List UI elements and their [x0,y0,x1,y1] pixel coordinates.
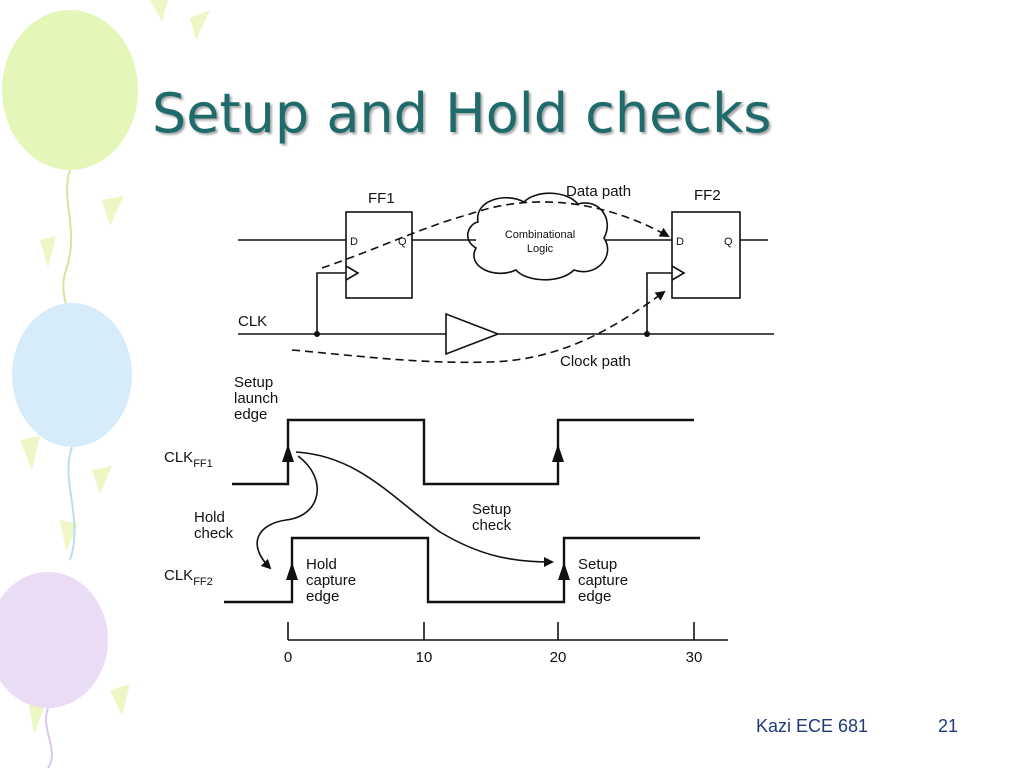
clk-ff2-waveform [224,536,700,604]
hold-capture-label-line1: Hold [306,556,337,573]
ff1-launch-edge-arrow [282,444,294,462]
ff1-clock-pin [345,265,360,281]
ff1-clock-junction [314,331,320,337]
hold-check-label-line2: check [194,525,234,542]
ray-shape [40,236,56,268]
blue-balloon-string [67,446,76,561]
ray-shape [110,684,130,716]
hold-capture-label-line2: capture [306,572,356,589]
circuit-schematic [238,192,774,356]
comb-logic-label-line1: Combinational [505,229,575,241]
ff1-d-pin-label: D [350,236,358,248]
tick-label-30: 30 [686,649,703,666]
purple-balloon-string [45,707,53,768]
blue-balloon [12,303,132,447]
time-axis [287,622,728,641]
footer-page-number: 21 [938,716,959,736]
ff2-clock-junction [644,331,650,337]
ff1-clock-branch [316,272,346,334]
comb-logic-label-line2: Logic [527,243,554,255]
ray-shape [20,436,40,470]
ff2-clock-pin [671,265,686,281]
ff2-box [671,211,741,299]
green-balloon [2,10,138,170]
ray-shape [150,0,168,22]
setup-launch-label-line2: launch [234,390,278,407]
tick-label-10: 10 [416,649,433,666]
slide-title: Setup and Hold checks [152,82,772,145]
footer-course-label: Kazi ECE 681 [756,716,869,736]
setup-launch-label-line1: Setup [234,374,273,391]
clk-ff1-label: CLKFF1 [164,449,213,470]
ff2-d-pin-label: D [676,236,684,248]
hold-check-label-line1: Hold [194,509,225,526]
setup-capture-label-line3: edge [578,588,611,605]
setup-check-label-line2: check [472,517,512,534]
ray-shape [92,466,112,494]
clk-ff1-waveform [232,418,694,486]
tick-label-0: 0 [284,649,292,666]
ff1-q-pin-label: Q [398,236,407,248]
ff1-label: FF1 [368,190,395,207]
clock-path-label: Clock path [560,353,631,370]
clk-label: CLK [238,313,267,330]
setup-launch-label-line3: edge [234,406,267,423]
hold-capture-edge-arrow [286,562,298,580]
ff2-clock-branch [646,272,672,334]
clk-ff2-label: CLKFF2 [164,567,213,588]
clock-path-arrow [291,290,666,364]
tick-label-20: 20 [550,649,567,666]
ray-shape [28,700,46,734]
setup-capture-label-line1: Setup [578,556,617,573]
ff1-box [345,211,413,299]
ff2-q-pin-label: Q [724,236,733,248]
purple-balloon [0,572,108,708]
setup-check-arrow [295,451,554,567]
ff2-label: FF2 [694,187,721,204]
data-path-arrow [321,201,670,269]
ray-shape [102,196,124,226]
setup-capture-edge-arrow [558,562,570,580]
ray-shape [190,10,210,40]
clock-buffer [445,312,501,356]
data-path-label: Data path [566,183,631,200]
setup-capture-label-line2: capture [578,572,628,589]
ff1-second-edge-arrow [552,444,564,462]
hold-capture-label-line3: edge [306,588,339,605]
setup-check-label-line1: Setup [472,501,511,518]
hold-check-arrow [256,455,318,570]
combinational-logic-cloud [467,192,609,281]
